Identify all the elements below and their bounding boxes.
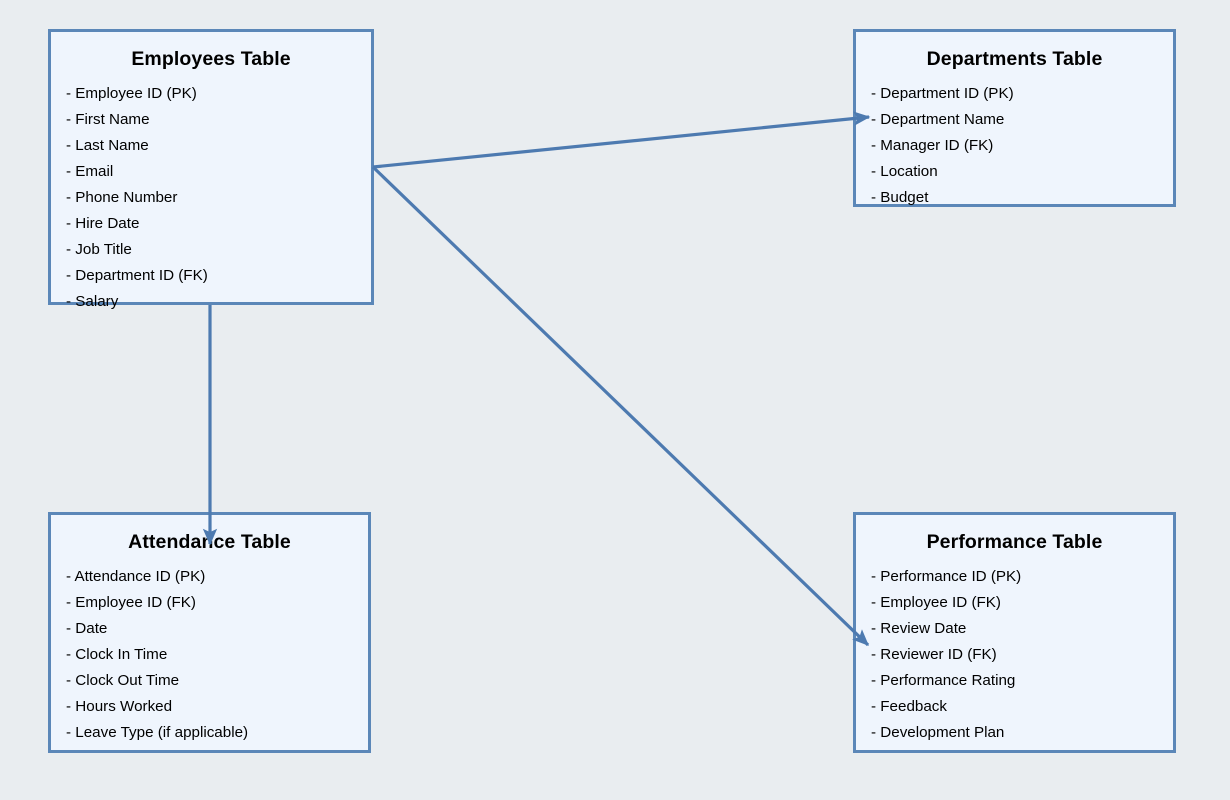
field-item: - Reviewer ID (FK) xyxy=(871,646,997,663)
field-item: - Hire Date xyxy=(66,215,140,232)
field-list-departments: - Department ID (PK) - Department Name -… xyxy=(856,81,1173,211)
field-item: - Manager ID (FK) xyxy=(871,137,994,154)
field-item: - Review Date xyxy=(871,620,967,637)
field-item: - Employee ID (FK) xyxy=(871,594,1001,611)
entity-title-performance: Performance Table xyxy=(926,531,1103,553)
entity-box-attendance[interactable]: Attendance Table - Attendance ID (PK) - … xyxy=(48,512,371,753)
field-item: - Employee ID (FK) xyxy=(66,594,196,611)
entity-title-employees: Employees Table xyxy=(131,48,291,70)
entity-box-performance[interactable]: Performance Table - Performance ID (PK) … xyxy=(853,512,1176,753)
entity-title-departments: Departments Table xyxy=(926,48,1103,70)
connector-employees-performance xyxy=(371,165,870,647)
field-list-attendance: - Attendance ID (PK) - Employee ID (FK) … xyxy=(51,564,368,746)
field-item: - Hours Worked xyxy=(66,698,173,715)
field-item: - Budget xyxy=(871,189,929,206)
connector-employees-departments xyxy=(372,111,871,169)
field-item: - Feedback xyxy=(871,698,947,715)
field-item: - Department ID (PK) xyxy=(871,85,1014,102)
entity-title-attendance: Attendance Table xyxy=(128,531,291,553)
field-item: - Date xyxy=(66,620,108,637)
field-item: - Department ID (FK) xyxy=(66,267,208,284)
field-item: - Department Name xyxy=(871,111,1005,128)
field-item: - Development Plan xyxy=(871,724,1005,741)
field-item: - First Name xyxy=(66,111,150,128)
field-item: - Attendance ID (PK) xyxy=(66,568,206,585)
field-list-employees: - Employee ID (PK) - First Name - Last N… xyxy=(51,81,371,315)
entity-box-employees[interactable]: Employees Table - Employee ID (PK) - Fir… xyxy=(48,29,374,310)
field-item: - Clock In Time xyxy=(66,646,168,663)
field-item: - Employee ID (PK) xyxy=(66,85,197,102)
field-list-performance: - Performance ID (PK) - Employee ID (FK)… xyxy=(856,564,1173,746)
field-item: - Email xyxy=(66,163,114,180)
field-item: - Job Title xyxy=(66,241,132,258)
field-item: - Last Name xyxy=(66,137,149,154)
entity-box-departments[interactable]: Departments Table - Department ID (PK) -… xyxy=(853,29,1176,207)
field-item: - Performance Rating xyxy=(871,672,1016,689)
field-item: - Phone Number xyxy=(66,189,178,206)
field-item: - Leave Type (if applicable) xyxy=(66,724,249,741)
field-item: - Clock Out Time xyxy=(66,672,180,689)
field-item: - Performance ID (PK) xyxy=(871,568,1022,585)
field-item: - Salary xyxy=(66,293,119,310)
field-item: - Location xyxy=(871,163,938,180)
